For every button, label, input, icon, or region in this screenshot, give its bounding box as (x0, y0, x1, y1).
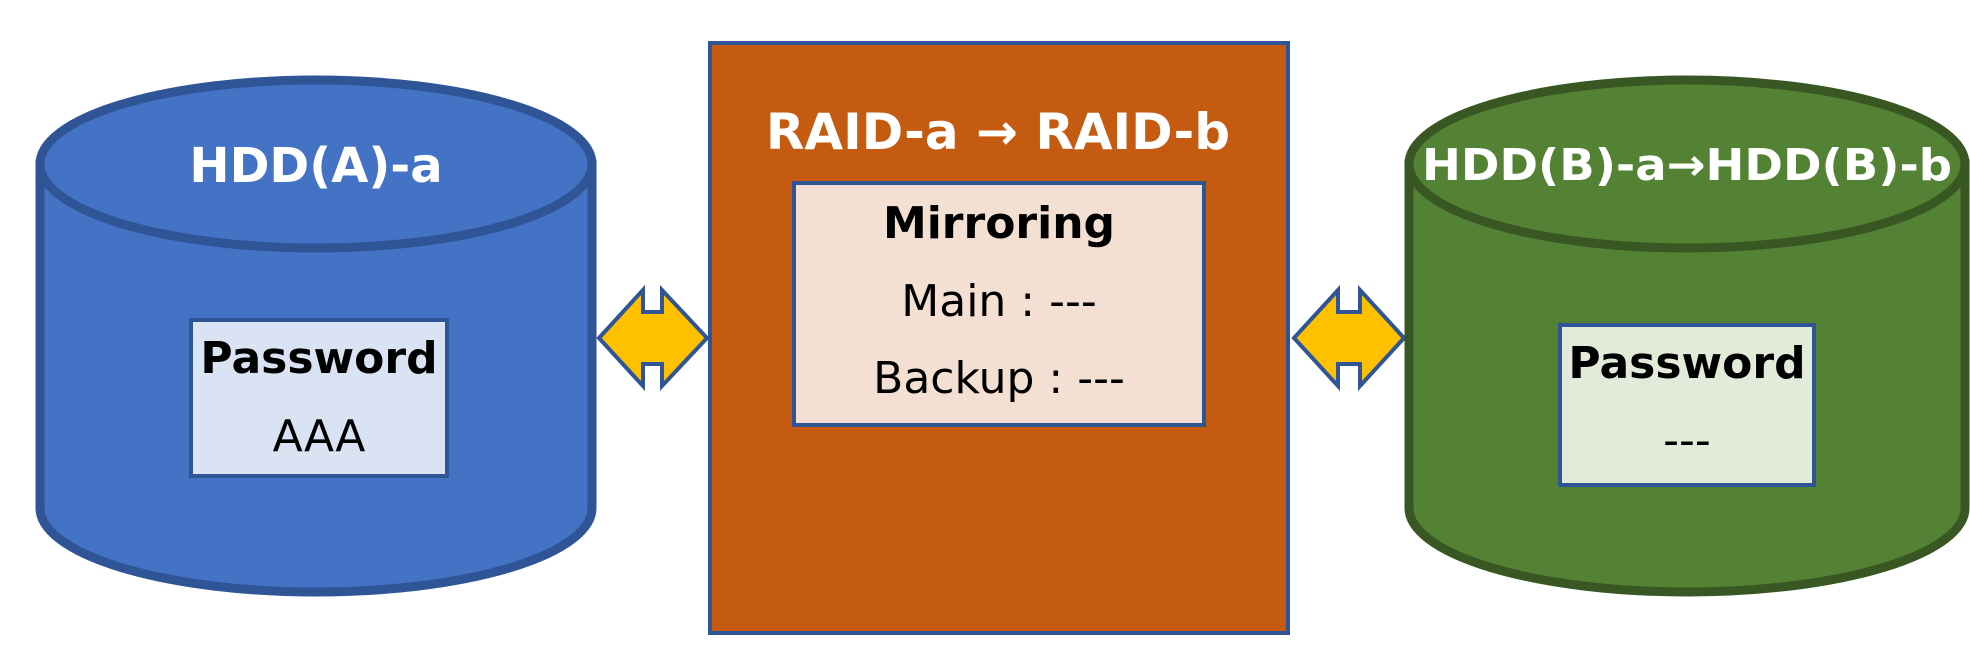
hdd-b-title: HDD(B)-a→HDD(B)-b (1422, 140, 1952, 191)
hdd-b-cylinder: HDD(B)-a→HDD(B)-b Password --- (1404, 75, 1970, 597)
hdd-a-password-label: Password (200, 333, 437, 384)
hdd-a-password-box (189, 318, 449, 478)
hdd-a-title: HDD(A)-a (189, 138, 442, 194)
raid-mode-label: Mirroring (883, 198, 1115, 249)
double-arrow-left (596, 284, 710, 392)
hdd-b-password-box (1558, 323, 1816, 487)
hdd-b-top (1404, 75, 1970, 253)
raid-box: RAID-a → RAID-b Mirroring Main : --- Bac… (708, 41, 1290, 635)
hdd-b-password-value: --- (1663, 415, 1711, 466)
double-arrow-right (1291, 284, 1407, 392)
hdd-b-password-label: Password (1568, 338, 1805, 389)
hdd-a-password-value: AAA (273, 411, 366, 462)
hdd-a-cylinder: HDD(A)-a Password AAA (35, 75, 597, 597)
raid-title: RAID-a → RAID-b (766, 103, 1230, 161)
raid-backup-line: Backup : --- (873, 353, 1125, 404)
hdd-a-top (35, 75, 597, 253)
raid-main-line: Main : --- (901, 276, 1096, 327)
raid-mirroring-box (792, 181, 1206, 427)
